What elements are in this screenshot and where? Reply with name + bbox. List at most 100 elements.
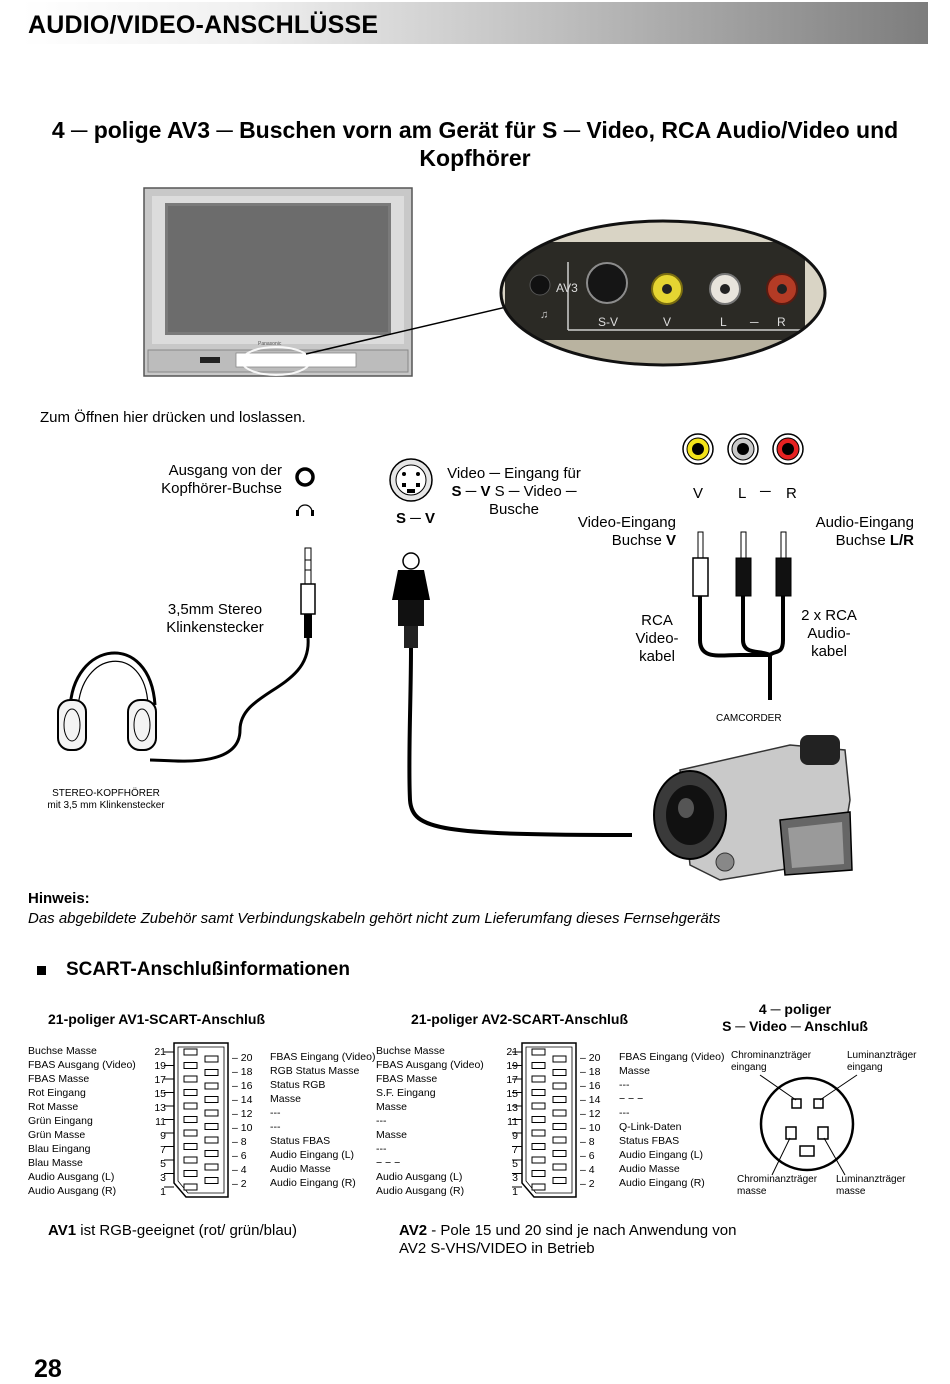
video-in-line2: S ─ V S ─ Video ─ [440, 483, 588, 501]
pin-label: FBAS Masse [28, 1072, 136, 1086]
pin-label: RGB Status Masse [270, 1064, 375, 1078]
pin-number: 9 [140, 1129, 166, 1143]
video-in-line2-rest: S ─ Video ─ [490, 483, 576, 500]
pin-number: – 18 [578, 1065, 608, 1079]
rca-audio-line3: kabel [794, 643, 864, 661]
pin-number: 21 [494, 1045, 518, 1059]
pin-number: 15 [494, 1087, 518, 1101]
scart-pin [532, 1184, 545, 1190]
rca-audio-line2: Audio- [794, 625, 864, 643]
svideo-jack-icon [390, 459, 432, 501]
pin-label: --- [270, 1120, 375, 1134]
pin-number: 1 [140, 1185, 166, 1199]
svideo-title-line1: 4 ─ poliger [722, 1001, 868, 1018]
pin-label: Blau Eingang [28, 1142, 136, 1156]
av2-note: AV2 - Pole 15 und 20 sind je nach Anwend… [399, 1222, 736, 1258]
open-hint: Zum Öffnen hier drücken und loslassen. [40, 409, 306, 427]
pin-label: S.F. Eingang [376, 1086, 484, 1100]
svideo-chroma-gnd: Chrominanzträger masse [737, 1174, 817, 1198]
pin-number: – 10 [578, 1121, 608, 1135]
pin-label: FBAS Masse [376, 1072, 484, 1086]
panel-l-label: L [720, 315, 727, 329]
video-eingang-buchse: Buchse [612, 532, 666, 549]
pin-number: – 2 [230, 1177, 260, 1191]
pin-label: Audio Masse [619, 1162, 724, 1176]
audio-eingang-label: Audio-Eingang Buchse L/R [800, 514, 914, 550]
headphones-label: STEREO-KOPFHÖRER mit 3,5 mm Klinkensteck… [30, 788, 182, 812]
pin-label: FBAS Eingang (Video) [619, 1050, 724, 1064]
scart-pin [532, 1171, 545, 1177]
luma-gnd-line2: masse [836, 1186, 905, 1198]
scart-pin [184, 1063, 197, 1069]
pin-number: 13 [494, 1101, 518, 1115]
pin-label: Audio Ausgang (R) [376, 1184, 484, 1198]
pin-label: Buchse Masse [376, 1044, 484, 1058]
rca-jack-icons [683, 434, 803, 464]
pin-label: Status RGB [270, 1078, 375, 1092]
pin-number: – 10 [230, 1121, 260, 1135]
camcorder-illustration [654, 735, 852, 880]
panel-r-label: R [777, 315, 786, 329]
page-number: 28 [34, 1355, 62, 1384]
rca-r-label: R [786, 485, 797, 503]
pin-number: 17 [140, 1073, 166, 1087]
scart-pin [553, 1056, 566, 1062]
av1-title: 21-poliger AV1-SCART-Anschluß [48, 1011, 265, 1028]
headphone-jack-icon [297, 469, 313, 485]
rca-video-line1: RCA [622, 612, 692, 630]
pin-number: – 16 [230, 1079, 260, 1093]
stereo-plug-line1: 3,5mm Stereo [150, 601, 280, 619]
audio-eingang-line2: Buchse L/R [800, 532, 914, 550]
pin-label: --- [619, 1106, 724, 1120]
panel-sv-label: S-V [598, 315, 618, 329]
pin-label: --- [376, 1114, 484, 1128]
chroma-gnd-line1: Chrominanzträger [737, 1174, 817, 1186]
video-eingang-line1: Video-Eingang [566, 514, 676, 532]
pin-label: Audio Eingang (L) [270, 1148, 375, 1162]
pin-label: Masse [376, 1100, 484, 1114]
audio-eingang-line1: Audio-Eingang [800, 514, 914, 532]
scart-pin [553, 1124, 566, 1130]
svideo-chroma-in: Chrominanzträger eingang [731, 1050, 811, 1074]
panel-headphone-icon: ♫ [540, 309, 548, 321]
pin-label: Masse [376, 1128, 484, 1142]
scart-pin [184, 1144, 197, 1150]
pin-number: – 18 [230, 1065, 260, 1079]
scart-pin [553, 1178, 566, 1184]
rca-v-label: V [693, 485, 703, 503]
av2-note-bold: AV2 [399, 1222, 427, 1239]
scart-pin [205, 1083, 218, 1089]
scart-pin [205, 1164, 218, 1170]
headphones-illustration [58, 653, 156, 750]
scart-pin [205, 1178, 218, 1184]
pin-label: Audio Masse [270, 1162, 375, 1176]
pin-number: 5 [140, 1157, 166, 1171]
panel-v-label: V [663, 315, 671, 329]
pin-number: 17 [494, 1073, 518, 1087]
rca-audio-cable-label: 2 x RCA Audio- kabel [794, 607, 864, 661]
video-in-sv-bold: S ─ V [451, 483, 490, 500]
av1-scart-connector [172, 1041, 230, 1199]
scart-pin [184, 1130, 197, 1136]
pin-label: Status FBAS [270, 1134, 375, 1148]
av2-right-labels: FBAS Eingang (Video)Masse---− − −---Q-Li… [619, 1050, 724, 1190]
pin-number: 15 [140, 1087, 166, 1101]
pin-label: Grün Masse [28, 1128, 136, 1142]
pin-number: – 14 [230, 1093, 260, 1107]
scart-connector-shape [172, 1041, 230, 1199]
rca-plugs-cables [693, 532, 791, 700]
scart-pin [532, 1103, 545, 1109]
headphone-out-label: Ausgang von der Kopfhörer-Buchse [128, 462, 282, 498]
scart-pin [553, 1110, 566, 1116]
pin-number: – 20 [578, 1051, 608, 1065]
pin-number: 7 [140, 1143, 166, 1157]
scart-pin [184, 1157, 197, 1163]
svideo-title: 4 ─ poliger S ─ Video ─ Anschluß [722, 1001, 868, 1035]
av1-left-labels: Buchse MasseFBAS Ausgang (Video)FBAS Mas… [28, 1044, 136, 1198]
scart-pin [184, 1103, 197, 1109]
svideo-luma-in: Luminanzträger eingang [847, 1050, 916, 1074]
pin-label: --- [270, 1106, 375, 1120]
